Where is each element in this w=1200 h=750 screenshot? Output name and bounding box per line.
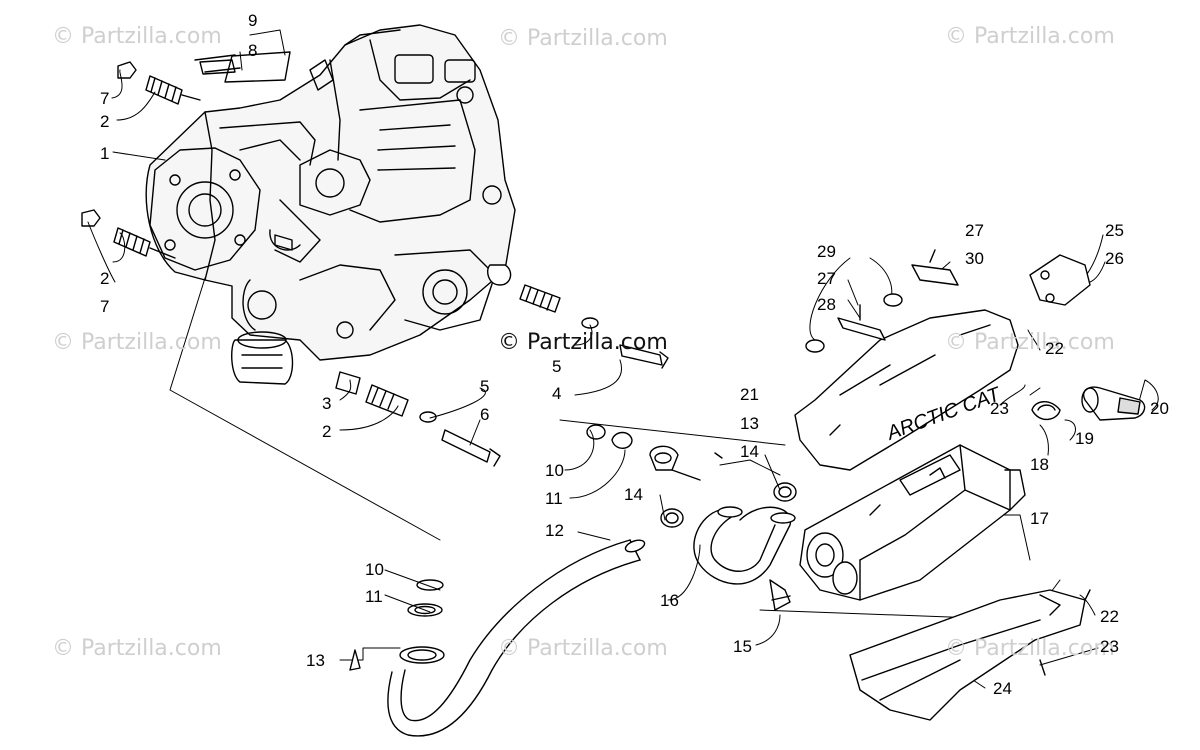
callout-28: 28	[817, 295, 836, 314]
callout-22-upper: 22	[1045, 339, 1064, 358]
callout-9: 9	[248, 11, 258, 30]
callout-2-left: 2	[100, 269, 110, 288]
exhaust-gaskets-upper	[586, 424, 797, 528]
engine-mount-lower	[335, 371, 501, 467]
callout-4: 4	[552, 384, 562, 403]
callout-23-lower: 23	[1100, 637, 1119, 656]
callout-5-lower: 5	[480, 377, 490, 396]
callout-17: 17	[1030, 509, 1049, 528]
callout-1: 1	[100, 144, 110, 163]
engine-mount-right	[519, 284, 669, 369]
callout-19: 19	[1075, 429, 1094, 448]
callout-14-upper: 14	[740, 442, 759, 461]
callout-18: 18	[1030, 455, 1049, 474]
spark-arrestor-cover	[1029, 254, 1091, 306]
callout-13-lower: 13	[306, 651, 325, 670]
callout-7-left: 7	[100, 297, 110, 316]
callout-15: 15	[733, 637, 752, 656]
watermark-top-right: © Partzilla.com	[945, 24, 1115, 49]
callout-20: 20	[1150, 399, 1169, 418]
muffler-skid-shield	[849, 589, 1091, 721]
callout-3: 3	[322, 394, 332, 413]
watermark-bottom-center: © Partzilla.com	[498, 636, 668, 661]
watermark-top-center: © Partzilla.com	[498, 26, 668, 51]
callout-24: 24	[993, 679, 1012, 698]
callout-10-lower: 10	[365, 560, 384, 579]
callout-7-upper: 7	[100, 89, 110, 108]
leader-lines	[87, 29, 1159, 689]
exhaust-gaskets-lower	[349, 579, 444, 671]
spark-arrestor-tube	[1031, 386, 1146, 421]
watermark-center: © Partzilla.com	[498, 330, 668, 355]
callout-26: 26	[1105, 249, 1124, 268]
engine-assembly	[145, 24, 516, 385]
callout-11-lower: 11	[365, 587, 383, 606]
callout-23-upper: 23	[990, 399, 1009, 418]
heat-shield-brackets	[805, 249, 959, 353]
callout-8: 8	[248, 41, 258, 60]
muffler	[799, 444, 1026, 601]
callout-12: 12	[545, 521, 564, 540]
exhaust-header-pipe	[387, 539, 646, 737]
watermark-mid-right: © Partzilla.com	[945, 330, 1115, 355]
callout-25: 25	[1105, 221, 1124, 240]
callout-5-right: 5	[552, 357, 562, 376]
callout-16: 16	[660, 591, 679, 610]
watermark-bottom-right: © Partzilla.com	[945, 636, 1115, 661]
callout-6: 6	[480, 405, 490, 424]
callout-21: 21	[740, 385, 759, 404]
watermark-bottom-left: © Partzilla.com	[52, 636, 222, 661]
callout-11-upper: 11	[545, 489, 563, 508]
callout-10-upper: 10	[545, 461, 564, 480]
callout-13-upper: 13	[740, 414, 759, 433]
callout-2-lower: 2	[322, 422, 332, 441]
callout-29: 29	[817, 242, 836, 261]
exhaust-s-tube	[693, 506, 796, 611]
engine-mount-upper	[117, 61, 201, 105]
callout-27-left: 27	[817, 269, 836, 288]
callout-22-lower: 22	[1100, 607, 1119, 626]
callout-30: 30	[965, 249, 984, 268]
callout-2-upper: 2	[100, 112, 110, 131]
watermark-mid-left: © Partzilla.com	[52, 330, 222, 355]
callout-27-top: 27	[965, 221, 984, 240]
watermark-top-left: © Partzilla.com	[52, 24, 222, 49]
callout-14-lower: 14	[624, 485, 643, 504]
engine-mount-lower-left	[81, 209, 176, 259]
